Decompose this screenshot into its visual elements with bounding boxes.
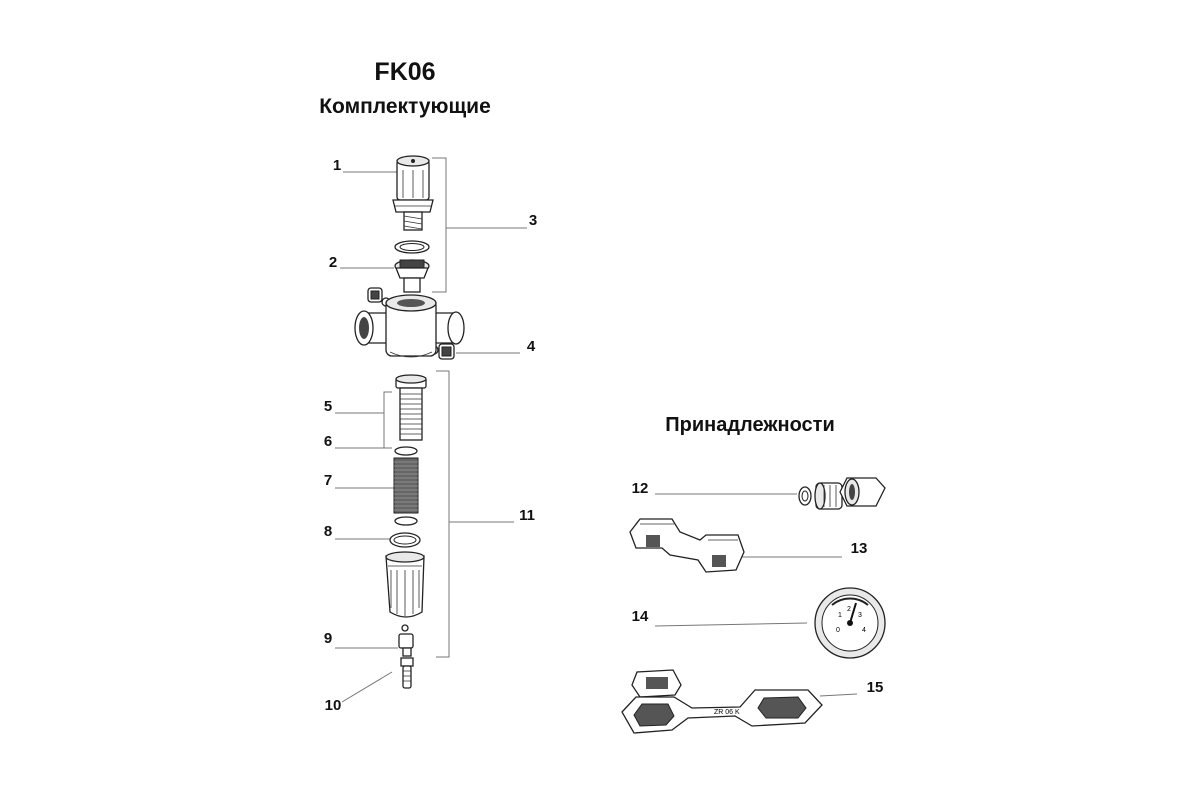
label-13: 13	[850, 540, 868, 557]
part-12-connection-set	[798, 477, 886, 510]
label-4: 4	[526, 338, 536, 355]
part-6-seal-ring	[394, 446, 418, 456]
part-2-insert	[394, 259, 430, 293]
part-5-inner-filter	[395, 374, 427, 441]
gauge-scale-2: 2	[847, 606, 851, 613]
label-11: 11	[519, 507, 535, 524]
label-3: 3	[528, 212, 538, 229]
label-10: 10	[324, 697, 342, 714]
filter-housing-body	[354, 294, 465, 358]
gauge-scale-4: 4	[862, 627, 866, 634]
label-8: 8	[323, 523, 333, 540]
part-9-drain-valve	[398, 633, 414, 657]
diagram-title: FK06	[374, 58, 436, 86]
label-1: 1	[332, 157, 342, 174]
label-9: 9	[323, 630, 333, 647]
part-10-hose-nozzle	[400, 657, 414, 689]
washer	[394, 516, 418, 526]
label-6: 6	[323, 433, 333, 450]
label-7: 7	[323, 472, 333, 489]
gauge-scale-3: 3	[858, 612, 862, 619]
part-15-spanner: ZR 06 K	[621, 669, 823, 734]
part-7-mesh-filter	[393, 457, 419, 514]
filter-bowl	[385, 551, 425, 618]
small-ring	[401, 624, 409, 632]
label-14: 14	[631, 608, 649, 625]
part-13-wrench-key	[629, 518, 745, 573]
accessories-heading: Принадлежности	[665, 414, 835, 436]
wrench-inscription: ZR 06 K	[714, 709, 740, 716]
part-1-cap	[392, 155, 434, 231]
label-5: 5	[323, 398, 333, 415]
label-2: 2	[328, 254, 338, 271]
label-12: 12	[631, 480, 649, 497]
gauge-scale-0: 0	[836, 627, 840, 634]
gauge-scale-1: 1	[838, 612, 842, 619]
label-15: 15	[866, 679, 884, 696]
part-14-pressure-gauge: 1 2 3 0 4	[814, 587, 886, 659]
components-heading: Комплектующие	[319, 95, 491, 118]
leader-lines	[335, 157, 858, 703]
